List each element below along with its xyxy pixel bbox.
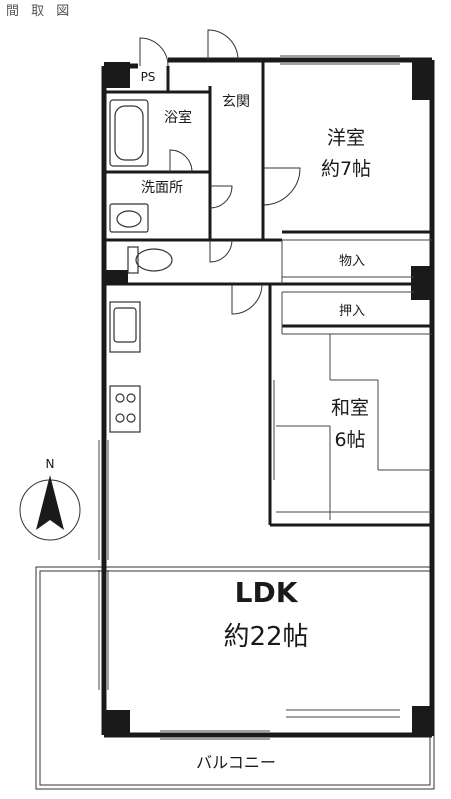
outer-walls — [101, 57, 435, 738]
closet-upper-label: 物入 — [339, 254, 365, 269]
stove — [109, 385, 141, 433]
balcony-label: バルコニー — [196, 753, 276, 772]
closet-lower-label: 押入 — [339, 304, 365, 319]
room-entrance-label: 玄関 — [222, 93, 250, 110]
detail-lines — [98, 55, 432, 740]
room-western-name: 洋室 — [327, 127, 365, 149]
interior-walls — [104, 60, 432, 527]
room-japanese-name: 和室 — [331, 397, 369, 419]
room-ps-label: PS — [141, 70, 156, 84]
columns — [104, 60, 434, 736]
wash-basin — [109, 203, 149, 233]
toilet — [127, 246, 173, 274]
bathtub — [109, 99, 149, 167]
plan-title: 間 取 図 — [6, 4, 74, 19]
kitchen-sink — [109, 301, 141, 353]
room-washroom-label: 洗面所 — [141, 180, 183, 196]
room-ldk-size: 約22帖 — [223, 622, 308, 652]
room-japanese-size: 6帖 — [334, 429, 365, 451]
compass-north-label: N — [46, 457, 55, 471]
room-ldk-name: LDK — [235, 576, 299, 609]
door-swings — [139, 29, 301, 315]
compass-rose: N — [19, 457, 81, 541]
room-western-size: 約7帖 — [321, 158, 371, 180]
room-bath-label: 浴室 — [164, 109, 192, 126]
